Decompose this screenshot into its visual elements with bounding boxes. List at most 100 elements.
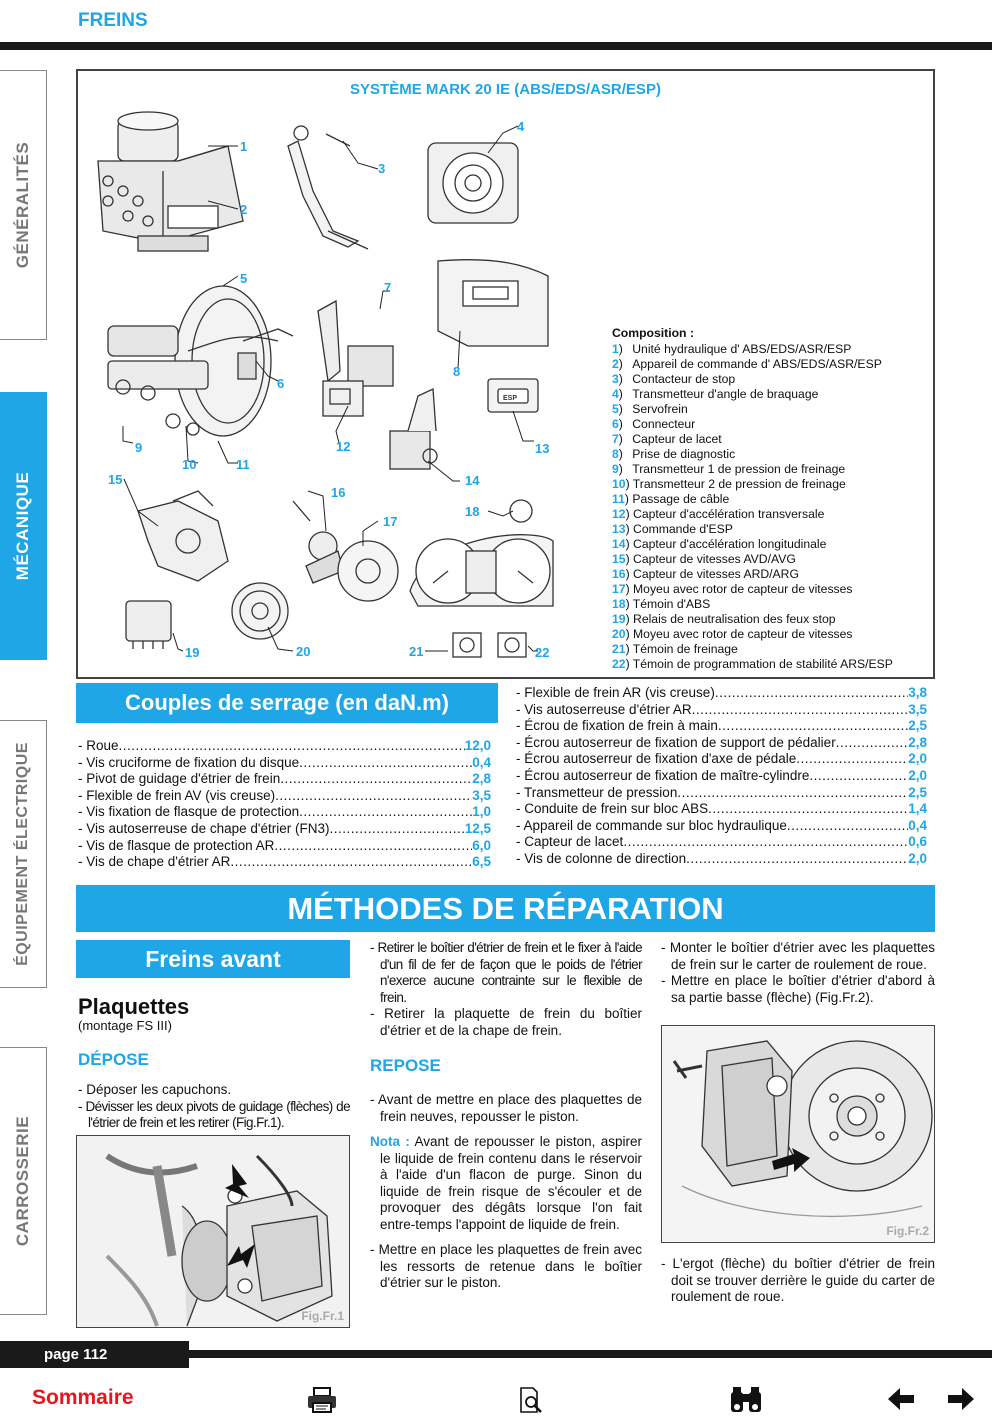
torque-value: 2,0 <box>908 850 927 866</box>
torque-label: - Flexible de frein AV (vis creuse) <box>78 787 276 803</box>
methods-title: MÉTHODES DE RÉPARATION <box>76 885 935 932</box>
callout-3: 3 <box>378 161 386 176</box>
torque-row: - Écrou autoserreur de fixation d'axe de… <box>516 751 927 768</box>
torque-value: 1,4 <box>908 801 927 817</box>
caliper-refit-photo <box>662 1026 934 1242</box>
composition-number: 10 <box>612 477 626 491</box>
composition-item: 22) Témoin de programmation de stabilité… <box>612 657 893 671</box>
figure-fr2: Fig.Fr.2 <box>661 1025 935 1243</box>
side-tab-mecanique[interactable]: MÉCANIQUE <box>0 392 47 660</box>
composition-label: Témoin de freinage <box>632 642 738 656</box>
removal-step: - Déposer les capuchons. <box>78 1082 232 1097</box>
leader-dots <box>715 685 908 702</box>
torque-label: - Vis cruciforme de fixation du disque <box>78 754 300 770</box>
callout-6: 6 <box>277 376 285 391</box>
leader-dots <box>275 788 472 805</box>
refit-step: - L'ergot (flèche) du boîtier d'étrier d… <box>661 1256 935 1304</box>
composition-label: Capteur de lacet <box>632 432 722 446</box>
leader-dots <box>686 851 908 868</box>
side-tab-label: ÉQUIPEMENT ÉLECTRIQUE <box>14 742 31 966</box>
leader-dots <box>623 834 908 851</box>
torque-row: - Flexible de frein AR (vis creuse)3,8 <box>516 685 927 702</box>
torque-value: 2,0 <box>908 767 927 783</box>
composition-item: 10) Transmetteur 2 de pression de freina… <box>612 477 846 491</box>
relay-drawing <box>125 600 172 649</box>
torque-row: - Appareil de commande sur bloc hydrauli… <box>516 818 927 835</box>
refit-step: - Monter le boîtier d'étrier avec les pl… <box>661 940 935 972</box>
side-tab-equipement-electrique[interactable]: ÉQUIPEMENT ÉLECTRIQUE <box>0 720 47 988</box>
steering-angle-sensor-drawing <box>427 142 519 224</box>
removal-heading: DÉPOSE <box>78 1050 149 1069</box>
composition-item: 18) Témoin d'ABS <box>612 597 711 611</box>
torque-section-title: Couples de serrage (en daN.m) <box>76 683 498 723</box>
torque-label: - Pivot de guidage d'étrier de frein <box>78 771 281 787</box>
callout-22: 22 <box>535 645 550 660</box>
callout-12: 12 <box>336 439 351 454</box>
composition-label: Moyeu avec rotor de capteur de vitesses <box>633 627 853 641</box>
print-icon[interactable] <box>306 1386 338 1419</box>
diagnostic-plug-drawing <box>437 259 549 347</box>
composition-label: Appareil de commande d' ABS/EDS/ASR/ESP <box>632 357 882 371</box>
front-hub-drawing <box>231 582 289 640</box>
composition-item: 14) Capteur d'accélération longitudinale <box>612 537 827 551</box>
torque-row: - Transmetteur de pression2,5 <box>516 785 927 802</box>
refit-steps-continued: - Monter le boîtier d'étrier avec les pl… <box>661 940 935 1006</box>
composition-label: Moyeu avec rotor de capteur de vitesses <box>633 582 853 596</box>
composition-label: Commande d'ESP <box>633 522 733 536</box>
figure-fr1: Fig.Fr.1 <box>76 1135 350 1328</box>
callout-4: 4 <box>517 119 525 134</box>
composition-item: 7) Capteur de lacet <box>612 432 722 446</box>
arrow-icon <box>772 1148 810 1172</box>
composition-label: Contacteur de stop <box>632 372 736 386</box>
torque-value: 2,5 <box>908 718 927 734</box>
torque-label: - Vis de chape d'étrier AR <box>78 854 231 870</box>
leader-dots <box>299 804 472 821</box>
torque-label: - Roue <box>78 738 119 753</box>
composition-item: 9) Transmetteur 1 de pression de freinag… <box>612 462 846 476</box>
composition-number: 8 <box>612 447 619 461</box>
sommaire-link[interactable]: Sommaire <box>32 1386 134 1409</box>
composition-number: 18 <box>612 597 626 611</box>
torque-label: - Écrou autoserreur de fixation de maîtr… <box>516 767 810 783</box>
arrow-left-icon[interactable] <box>886 1386 916 1417</box>
callout-19: 19 <box>185 645 200 660</box>
composition-item: 2) Appareil de commande d' ABS/EDS/ASR/E… <box>612 357 882 371</box>
side-tab-label: CARROSSERIE <box>13 1115 32 1247</box>
side-tab-label: GÉNÉRALITÉS <box>13 141 32 269</box>
refit-note: - L'ergot (flèche) du boîtier d'étrier d… <box>661 1256 935 1306</box>
torque-list-left: - Roue12,0- Vis cruciforme de fixation d… <box>78 738 491 871</box>
side-tab-carrosserie[interactable]: CARROSSERIE <box>0 1047 47 1315</box>
leader-dots <box>119 738 465 755</box>
front-brakes-title: Freins avant <box>76 940 350 978</box>
system-diagram: SYSTÈME MARK 20 IE (ABS/EDS/ASR/ESP) <box>76 69 935 679</box>
callout-13: 13 <box>535 441 550 456</box>
figure-label: Fig.Fr.1 <box>301 1309 344 1323</box>
composition-label: Témoin d'ABS <box>632 597 711 611</box>
torque-label: - Flexible de frein AR (vis creuse) <box>516 685 715 700</box>
search-document-icon[interactable] <box>517 1386 545 1419</box>
composition-number: 11 <box>612 492 625 506</box>
composition-number: 12 <box>612 507 626 521</box>
composition-label: Relais de neutralisation des feux stop <box>633 612 836 626</box>
torque-row: - Roue12,0 <box>78 738 491 755</box>
torque-row: - Écrou autoserreur de fixation de suppo… <box>516 735 927 752</box>
arrow-right-icon[interactable] <box>946 1386 976 1417</box>
torque-row: - Flexible de frein AV (vis creuse)3,5 <box>78 788 491 805</box>
composition-item: 11) Passage de câble <box>612 492 730 506</box>
side-tab-generalites[interactable]: GÉNÉRALITÉS <box>0 70 47 340</box>
callout-5: 5 <box>240 271 248 286</box>
leader-dots <box>329 821 464 838</box>
acceleration-sensor-drawing <box>389 388 438 470</box>
composition-item: 5) Servofrein <box>612 402 688 416</box>
torque-value: 0,4 <box>472 754 491 770</box>
torque-value: 0,4 <box>908 817 927 833</box>
refit-step: - Mettre en place les plaquettes de frei… <box>370 1242 642 1290</box>
torque-label: - Écrou de fixation de frein à main <box>516 718 718 734</box>
composition-item: 21) Témoin de freinage <box>612 642 738 656</box>
binoculars-icon[interactable] <box>728 1386 764 1419</box>
torque-value: 3,5 <box>908 701 927 717</box>
leader-dots <box>299 755 472 772</box>
torque-row: - Vis autoserreuse d'étrier AR3,5 <box>516 702 927 719</box>
composition-label: Connecteur <box>632 417 696 431</box>
brake-pedal-drawing <box>287 125 369 250</box>
